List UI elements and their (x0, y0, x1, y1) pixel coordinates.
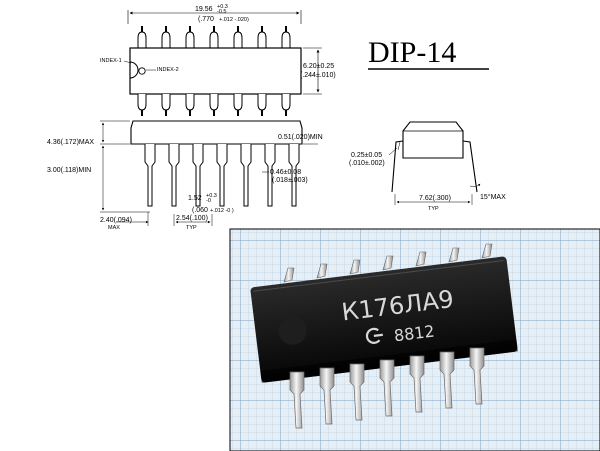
photo-back-pin (316, 263, 328, 279)
photo-front-pin (349, 363, 365, 421)
pitch-note: TYP (186, 225, 197, 231)
lead-thickness-inch-dimension: (.010±.002) (349, 160, 385, 167)
top-view-pin (233, 31, 243, 48)
shoulder-inch-dimension: (.060 (192, 207, 208, 214)
chip-manufacturer-logo (365, 327, 383, 344)
photo-front-pin (409, 355, 425, 413)
lead-thickness-dimension: 0.25±0.05 (351, 152, 382, 159)
top-view-pin (137, 31, 147, 48)
top-view-pin (233, 94, 243, 111)
width-dimension: 6.20±0.25 (303, 63, 334, 70)
photo-front-pin (439, 351, 455, 409)
package-title: DIP-14 (368, 36, 456, 69)
pin-width-inch-dimension: (.018±.003) (272, 177, 308, 184)
shoulder-tolerance-plus: +0.3 (206, 193, 217, 199)
side-view-pin (240, 144, 252, 207)
index2-label: INDEX-2 (157, 67, 179, 73)
side-view-body (130, 120, 303, 145)
top-view-pin (257, 31, 267, 48)
top-view-lower-pins (137, 94, 291, 116)
photo-back-pin (481, 243, 493, 259)
standoff-dimension: 0.51(.020)MIN (278, 134, 323, 141)
top-view-pin (209, 31, 219, 48)
pin-width-dimension: 0.46±0.08 (270, 169, 301, 176)
top-view-pin (161, 31, 171, 48)
top-view-pin (161, 94, 171, 111)
photo-front-pin (379, 359, 395, 417)
top-view-pin (185, 31, 195, 48)
side-view-pin (144, 144, 156, 207)
length-inch-tolerance: +.012 -.020) (219, 17, 249, 23)
side-view-pin (288, 144, 300, 207)
top-view-pin (257, 94, 267, 111)
side-view-pins (144, 144, 300, 207)
end-view-left-lead (391, 140, 404, 193)
length-tolerance-plus: +0.3 (217, 4, 228, 10)
shoulder-tolerance-minus: -0 (206, 198, 211, 204)
photo-front-pin (319, 367, 335, 425)
top-view-upper-pins (137, 26, 291, 48)
row-spacing-note: TYP (428, 206, 439, 212)
photo-front-pins (289, 347, 485, 429)
row-spacing-dimension: 7.62(.300) (419, 195, 451, 202)
lead-angle-dimension: 15°MAX (480, 193, 506, 201)
index1-label: INDEX-1 (100, 58, 122, 64)
chip-photo: К176ЛА9 8812 (229, 228, 600, 451)
seat-dimension: 3.00(.118)MIN (47, 167, 91, 174)
side-view-pin (216, 144, 228, 207)
pitch-dimension: 2.54(.100) (176, 215, 208, 222)
height-dimension: 4.36(.172)MAX (47, 139, 94, 146)
photo-front-pin (469, 347, 485, 405)
shoulder-inch-tolerance: +.012 -0 ) (210, 208, 234, 214)
side-view-pin (168, 144, 180, 207)
shoulder-dimension: 1.52 (188, 195, 202, 202)
end-dimension: 2.40(.094) (100, 217, 132, 224)
top-view-pin (185, 94, 195, 111)
top-view-pin (281, 31, 291, 48)
length-tolerance-minus: -0.5 (217, 9, 226, 15)
photo-back-pin (415, 251, 427, 267)
width-inch-dimension: (.244±.010) (300, 72, 336, 79)
chip-marking-date: 8812 (393, 322, 436, 346)
side-view-pin (264, 144, 276, 207)
index-dot (138, 67, 146, 75)
photo-front-pin (289, 371, 305, 429)
side-view-pin (192, 144, 204, 207)
length-dimension: 19.56 (195, 6, 213, 13)
end-view-drawing: 0.25±0.05 (.010±.002) 7.62(.300) TYP 15°… (349, 121, 506, 212)
side-view-drawing: 4.36(.172)MAX 3.00(.118)MIN 0.51(.020)MI… (47, 120, 323, 231)
end-view-right-lead (462, 140, 478, 193)
end-note: MAX (108, 225, 120, 231)
photo-back-pins (283, 243, 493, 283)
top-view-pin (137, 94, 147, 111)
length-inch-dimension: (.770 (198, 16, 214, 23)
top-view-body (129, 47, 302, 95)
top-view-drawing: 19.56 +0.3 -0.5 (.770 +.012 -.020) INDEX… (100, 4, 336, 116)
top-view-pin (209, 94, 219, 111)
photo-pin1-dimple (278, 316, 307, 345)
top-view-pin (281, 94, 291, 111)
photo-back-pin (448, 247, 460, 263)
end-view-body (402, 121, 464, 159)
photo-back-pin (349, 259, 361, 275)
notch (129, 61, 139, 79)
photo-back-pin (382, 255, 394, 271)
photo-back-pin (283, 267, 295, 283)
